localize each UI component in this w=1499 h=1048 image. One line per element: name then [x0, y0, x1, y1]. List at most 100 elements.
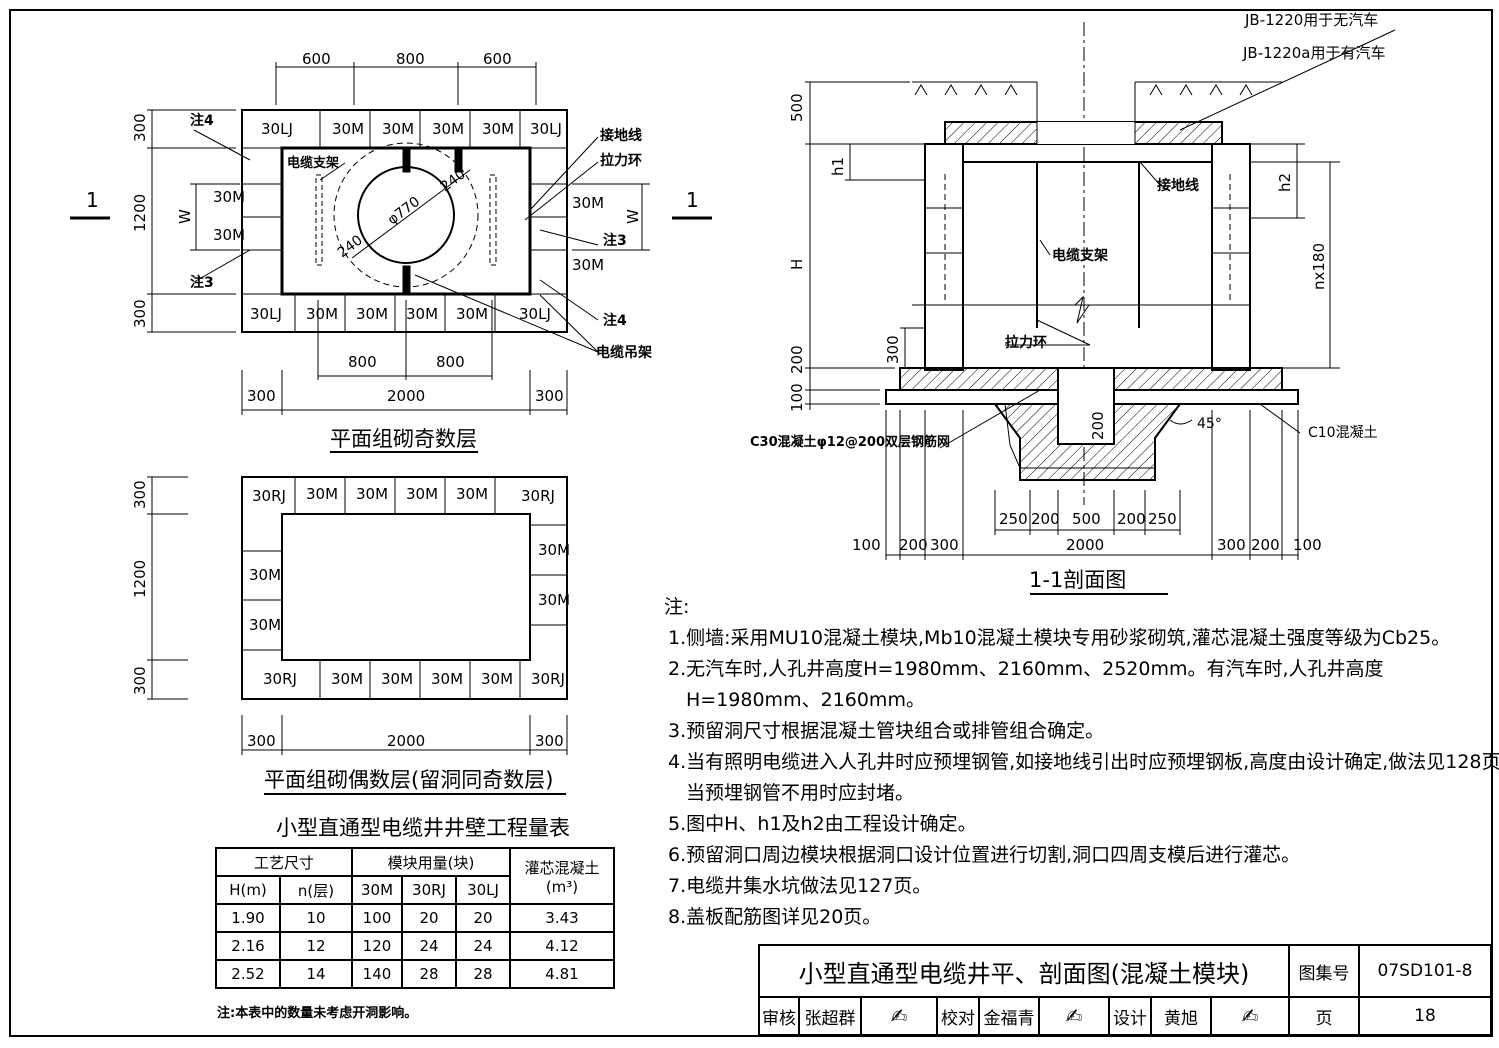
plan-even-block-top-3: 30M: [356, 485, 388, 503]
section-dim-b3: 300: [930, 536, 959, 554]
section-dim-a4: 200: [1117, 510, 1146, 528]
drawing-frame: [9, 9, 1493, 1037]
table-cell: 140: [351, 959, 403, 989]
plan-odd-dim-left-2: 1200: [131, 194, 149, 232]
plan-even-block-bottom-3: 30M: [381, 670, 413, 688]
section-dim-a2: 200: [1031, 510, 1060, 528]
plan-even-title: 平面组砌偶数层(留洞同奇数层): [264, 768, 553, 792]
title-block-designer-signature: ✍: [1212, 998, 1290, 1034]
plan-odd-section-mark-right: 1: [686, 188, 699, 212]
title-block-checker: 金福青: [980, 998, 1040, 1034]
table-row: 1.90 10 100 20 20 3.43: [215, 903, 615, 933]
plan-even: [147, 476, 568, 755]
title-block-designer: 黄旭: [1152, 998, 1212, 1034]
section-dim-b6: 200: [1251, 536, 1280, 554]
section-dim-a5: 250: [1148, 510, 1177, 528]
table-cell: 120: [351, 931, 403, 961]
section-sump-200: 200: [1089, 411, 1107, 440]
table-cell: 24: [455, 931, 511, 961]
plan-even-dim-bottom-3: 300: [535, 732, 564, 750]
plan-odd-section-mark-left: 1: [86, 188, 99, 212]
title-block-atlas-label: 图集号: [1290, 946, 1360, 998]
table-group-3: 灌芯混凝土 (m³): [509, 847, 615, 905]
section-dim-H: H: [788, 259, 806, 270]
plan-even-dim-bottom-1: 300: [247, 732, 276, 750]
plan-odd-dim-bottom-a2: 800: [436, 353, 465, 371]
plan-even-block-bottom-4: 30M: [431, 670, 463, 688]
section-view: [805, 22, 1396, 560]
plan-odd-note3-right: 注3: [603, 232, 627, 249]
note-6: 6.预留洞口周边模块根据洞口设计位置进行切割,洞口四周支模后进行灌芯。: [668, 844, 1301, 866]
plan-odd-dim-left-3: 300: [131, 299, 149, 328]
plan-odd-pull-ring: 拉力环: [600, 152, 642, 169]
plan-odd-block-left-1: 30M: [213, 188, 245, 206]
section-dim-b1: 100: [852, 536, 881, 554]
table-cell: 28: [455, 959, 511, 989]
note-8: 8.盖板配筋图详见20页。: [668, 906, 882, 928]
plan-even-block-top-2: 30M: [306, 485, 338, 503]
note-5: 5.图中H、h1及h2由工程设计确定。: [668, 813, 977, 835]
plan-odd-block-bottom-4: 30M: [406, 305, 438, 323]
note-1: 1.侧墙:采用MU10混凝土模块,Mb10混凝土模块专用砂浆砌筑,灌芯混凝土强度…: [668, 627, 1451, 649]
quantity-table: 工艺尺寸 模块用量(块) 灌芯混凝土 (m³) H(m) n(层) 30M 30…: [215, 847, 615, 989]
plan-odd-block-right-1: 30M: [572, 194, 604, 212]
table-note: 注:本表中的数量未考虑开洞影响。: [217, 1006, 418, 1021]
section-c30: C30混凝土φ12@200双层钢筋网: [750, 434, 950, 450]
plan-even-block-bottom-6: 30RJ: [531, 670, 565, 688]
section-dim-200: 200: [788, 345, 806, 374]
title-block-page-no: 18: [1414, 1006, 1436, 1026]
notes: 注: 1.侧墙:采用MU10混凝土模块,Mb10混凝土模块专用砂浆砌筑,灌芯混凝…: [664, 592, 1499, 933]
table-cell: 12: [279, 931, 353, 961]
title-block-title: 小型直通型电缆井平、剖面图(混凝土模块): [760, 946, 1290, 998]
title-block-design-label: 设计: [1110, 998, 1152, 1034]
table-cell: 20: [455, 903, 511, 933]
title-block-page-label: 页: [1290, 998, 1360, 1034]
section-ground-wire: 接地线: [1157, 177, 1199, 194]
section-dim-b5: 300: [1217, 536, 1246, 554]
plan-odd-note3-bottom: 注3: [190, 274, 214, 291]
section-cover-2: JB-1220a用于有汽车: [1242, 44, 1386, 62]
plan-even-block-top-1: 30RJ: [252, 487, 286, 505]
table-cell: 2.16: [215, 931, 281, 961]
plan-odd-dim-left-1: 300: [131, 113, 149, 142]
section-dim-a1: 250: [999, 510, 1028, 528]
note-2-cont: H=1980mm、2160mm。: [686, 689, 925, 711]
note-7: 7.电缆井集水坑做法见127页。: [668, 875, 932, 897]
plan-odd-dim-top-2: 800: [396, 50, 425, 68]
title-block: 小型直通型电缆井平、剖面图(混凝土模块) 图集号 07SD101-8 审核 张超…: [758, 944, 1492, 1036]
plan-even-block-top-6: 30RJ: [521, 487, 555, 505]
table-cell: 1.90: [215, 903, 281, 933]
notes-head: 注:: [664, 596, 690, 618]
section-c10: C10混凝土: [1308, 425, 1378, 441]
section-dim-nx180: nx180: [1310, 243, 1328, 290]
table-col-n: n(层): [279, 875, 353, 905]
title-block-checker-signature: ✍: [1040, 998, 1110, 1034]
table-cell: 24: [401, 931, 457, 961]
plan-even-block-top-5: 30M: [456, 485, 488, 503]
plan-odd-diameter: φ770: [385, 194, 423, 228]
plan-odd-radius-2: 240: [335, 232, 366, 261]
plan-odd-block-left-2: 30M: [213, 226, 245, 244]
table-group-3-name: 灌芯混凝土: [524, 858, 600, 877]
section-dim-b4: 2000: [1066, 536, 1104, 554]
table-col-30m: 30M: [351, 875, 403, 905]
section-angle: 45°: [1197, 416, 1222, 432]
plan-odd: [70, 62, 712, 415]
table-col-30rj: 30RJ: [401, 875, 457, 905]
note-4-cont: 当预埋钢管不用时应封堵。: [686, 782, 915, 804]
plan-odd-cable-hanger: 电缆吊架: [596, 344, 652, 361]
plan-odd-title: 平面组砌奇数层: [330, 427, 477, 451]
plan-odd-dim-top-3: 600: [483, 50, 512, 68]
plan-odd-block-top-2: 30M: [332, 120, 364, 138]
title-block-check-label: 校对: [938, 998, 980, 1034]
plan-odd-note4-right: 注4: [603, 312, 627, 329]
note-3: 3.预留洞尺寸根据混凝土管块组合或排管组合确定。: [668, 720, 1105, 742]
plan-odd-block-right-2: 30M: [572, 256, 604, 274]
plan-even-dim-bottom-2: 2000: [387, 732, 425, 750]
plan-odd-cable-bracket: 电缆支架: [287, 155, 339, 171]
table-row: 2.16 12 120 24 24 4.12: [215, 931, 615, 961]
plan-even-dim-left-2: 1200: [131, 560, 149, 598]
section-dim-h2: h2: [1276, 173, 1294, 192]
table-cell: 4.81: [509, 959, 615, 989]
